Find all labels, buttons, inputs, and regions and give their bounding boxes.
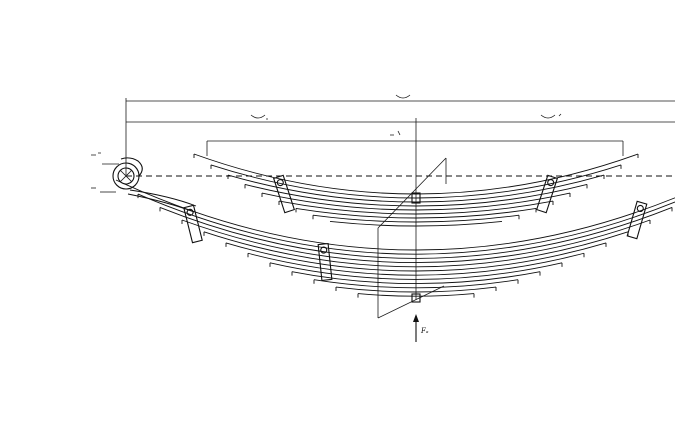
lower-leaf bbox=[181, 219, 651, 263]
eye-label-top-mark bbox=[91, 152, 101, 156]
lower-leaf bbox=[335, 286, 497, 293]
clip-bolt bbox=[320, 246, 328, 254]
clip bbox=[183, 204, 203, 244]
eye-wrap bbox=[120, 157, 143, 177]
upper-leaf bbox=[312, 214, 520, 223]
dim-mark-left bbox=[250, 114, 268, 120]
clip bbox=[626, 200, 648, 240]
upper-leaf bbox=[210, 164, 622, 199]
load-arrow: Fₐ bbox=[413, 314, 429, 342]
lower-leaf-pack bbox=[115, 179, 675, 298]
eye-inner bbox=[117, 167, 135, 185]
upper-leaf bbox=[193, 153, 639, 195]
clip bbox=[535, 174, 559, 214]
lower-leaf bbox=[357, 293, 475, 297]
upper-leaf bbox=[261, 192, 571, 211]
clip-body bbox=[535, 174, 559, 214]
clip-body bbox=[272, 174, 296, 214]
center-bolt-lower bbox=[411, 293, 421, 303]
load-label: Fₐ bbox=[420, 327, 429, 335]
dim-mark-center bbox=[390, 130, 401, 136]
lower-leaf bbox=[203, 231, 629, 268]
slope-line-lower bbox=[377, 285, 445, 319]
lower-leaf bbox=[269, 262, 563, 280]
load-arrow-head bbox=[413, 314, 419, 322]
lower-leaf bbox=[137, 193, 675, 255]
dim-mark-top bbox=[395, 94, 411, 99]
clip bbox=[317, 242, 333, 282]
lower-leaf bbox=[159, 207, 673, 259]
lower-leaf bbox=[115, 179, 675, 251]
clip-bolt bbox=[636, 204, 644, 213]
clip-bolt bbox=[547, 179, 555, 187]
eye-hatch-2 bbox=[119, 169, 133, 183]
clip bbox=[272, 174, 296, 214]
clip-body bbox=[317, 242, 333, 282]
clip-bolt bbox=[276, 179, 284, 187]
upper-leaf bbox=[278, 200, 554, 215]
main-leaf-to-eye bbox=[127, 193, 195, 213]
upper-leaf bbox=[295, 207, 537, 219]
clip-body bbox=[183, 204, 203, 244]
lower-leaf bbox=[247, 252, 585, 276]
spring-eye bbox=[91, 152, 143, 193]
lower-leaf bbox=[313, 279, 519, 289]
clip-bolt bbox=[186, 208, 194, 216]
upper-leaf bbox=[329, 220, 503, 227]
clip-body bbox=[626, 200, 648, 240]
lower-leaf bbox=[291, 271, 541, 285]
dimension-lines bbox=[125, 94, 675, 175]
lower-leaf bbox=[225, 242, 607, 272]
center-bolt-upper bbox=[411, 192, 421, 204]
main-leaf-to-eye bbox=[129, 189, 197, 207]
dim-mark-right bbox=[540, 113, 562, 119]
rebound-clips bbox=[183, 174, 648, 282]
